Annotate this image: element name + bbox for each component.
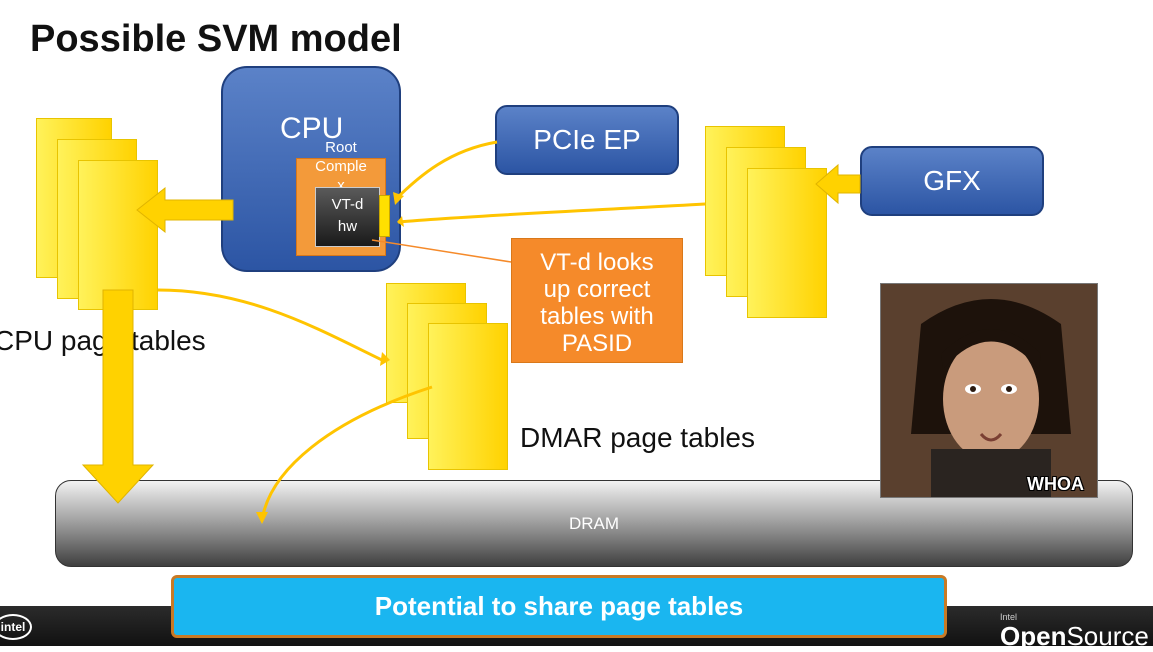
cpu-tables-to-dmar-connector bbox=[157, 288, 383, 362]
opensource-logo-rest: Source bbox=[1066, 621, 1149, 651]
pcie-ep-label: PCIe EP bbox=[533, 124, 641, 155]
dmar-to-dram-connector bbox=[260, 385, 433, 521]
pcie-to-vtd-connector bbox=[393, 140, 498, 202]
whoa-meme-drawing bbox=[881, 284, 1097, 497]
callout-pointer bbox=[371, 239, 512, 263]
gfx-page-table-3 bbox=[747, 168, 827, 318]
vtd-callout: VT-d looks up correct tables with PASID bbox=[511, 238, 683, 363]
opensource-logo: OpenSource bbox=[1000, 621, 1149, 652]
gfx-label: GFX bbox=[923, 165, 981, 196]
whoa-caption: WHOA bbox=[1027, 474, 1084, 494]
opensource-logo-bold: Open bbox=[1000, 621, 1067, 651]
vtd-port bbox=[379, 195, 390, 237]
gfx-box: GFX bbox=[860, 146, 1044, 216]
cpu-label: CPU bbox=[280, 112, 344, 145]
vtd-hw-box: VT-d hw bbox=[315, 187, 380, 247]
pcie-ep-box: PCIe EP bbox=[495, 105, 679, 175]
cpu-tables-to-dram-arrow bbox=[81, 289, 155, 504]
whoa-meme-image bbox=[880, 283, 1098, 498]
dmar-page-tables-label: DMAR page tables bbox=[520, 422, 756, 453]
share-page-tables-banner: Potential to share page tables bbox=[171, 575, 947, 638]
opensource-intel-small: Intel bbox=[1000, 612, 1018, 622]
banner-text: Potential to share page tables bbox=[374, 591, 744, 621]
cpu-to-page-tables-arrow bbox=[136, 186, 234, 234]
root-complex-label: Root Comple x bbox=[315, 139, 367, 194]
gfx-to-tables-arrow bbox=[815, 163, 861, 205]
gfx-tables-to-vtd-connector bbox=[397, 202, 706, 224]
slide-title: Possible SVM model bbox=[30, 18, 402, 60]
dram-label: DRAM bbox=[568, 514, 620, 533]
cpu-page-table-3 bbox=[78, 160, 158, 310]
dmar-page-table-3 bbox=[428, 323, 508, 470]
intel-logo: intel bbox=[0, 614, 32, 640]
